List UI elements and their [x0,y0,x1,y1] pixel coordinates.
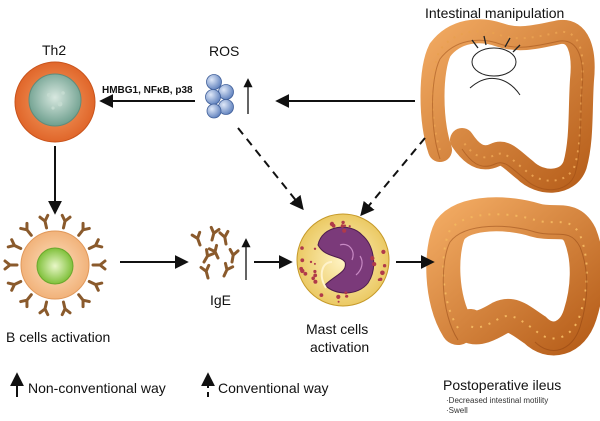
antibody-icon [77,221,91,237]
granule-dot [372,262,377,267]
granule-dot [329,221,335,227]
antibody-icon [228,247,240,264]
granule-dot [337,300,340,303]
ros-molecule-icon [205,74,234,119]
legend-non-conventional-label: Non-conventional way [28,380,166,396]
ileus-note-swell: ·Swell [446,406,468,415]
pathway-label: HMBG1, NFκB, p38 [102,85,193,96]
th2-label: Th2 [42,42,67,58]
antibody-icon [199,263,211,280]
th2-cell-icon [14,61,96,143]
granule-dot [303,271,308,276]
antibody-icon [190,230,202,247]
granule-dot [313,279,318,284]
granule-dot [309,260,313,264]
antibody-icon [38,213,50,230]
ros-to-mast-dashed-arrow [237,127,304,211]
granule-dot [313,273,318,278]
manipulated-colon-icon [420,19,595,193]
antibody-icon [77,293,91,309]
granule-dot [344,291,348,295]
granule-dot [313,262,316,265]
granule-dot [319,293,324,297]
granule-dot [342,228,347,233]
antibody-cluster-icon [3,213,107,317]
granule-dot [381,249,386,254]
ileus-note-motility: ·Decreased intestinal motility [446,396,549,405]
ros-label: ROS [209,43,240,59]
granule-dot [299,266,304,271]
granule-dot [345,294,349,298]
granule-dot [370,256,375,261]
pathway-arrows [48,94,435,269]
granule-dot [300,246,304,250]
granule-dot [340,224,345,228]
antibody-icon [6,279,23,292]
ileus-colon-icon [426,197,600,356]
antibody-icon [222,261,235,278]
antibody-icon [3,259,19,271]
antibody-icon [87,238,104,251]
antibody-icon [60,213,72,230]
mast-cells-label: Mast cells [306,321,369,337]
granule-dot [348,225,351,228]
granule-dot [379,277,383,281]
legend-conventional-label: Conventional way [218,380,329,396]
mast-cell-icon [296,213,390,307]
granule-dot [311,276,316,281]
granule-dot [313,247,317,250]
antibody-icon [87,279,104,292]
b-cell-icon [20,230,90,300]
antibody-icon [19,293,33,309]
mast-cells-activation-label: activation [310,339,370,355]
granule-dot [343,224,347,227]
antibody-icon [38,300,50,317]
granule-dot [341,220,345,225]
granule-dot [380,270,385,276]
antibody-icon [209,225,221,242]
manipulation-to-mast-dashed-arrow [360,137,426,217]
granule-dot [336,294,341,299]
postoperative-ileus-label: Postoperative ileus [443,377,562,393]
antibody-icon [6,238,23,251]
antibody-icon [202,248,215,264]
antibody-icon [19,221,33,237]
b-cells-activation-label: B cells activation [6,329,111,345]
intestinal-manipulation-label: Intestinal manipulation [425,5,565,21]
antibody-icon [60,300,72,317]
granule-dot [313,269,317,274]
granule-dot [300,258,305,263]
ige-label: IgE [210,292,232,308]
antibody-icon [91,259,107,271]
antibody-icon [207,243,220,260]
ige-cluster-icon [190,225,240,280]
granule-dot [382,264,387,268]
antibody-icon [218,229,230,246]
